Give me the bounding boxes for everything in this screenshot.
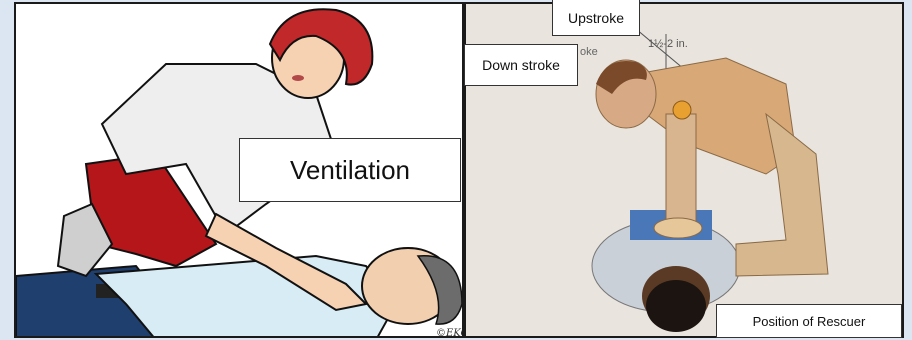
patient-hair bbox=[646, 280, 706, 332]
rescuer-shirt bbox=[636, 58, 796, 174]
rescuer-arms bbox=[666, 114, 696, 224]
rescuer-hands bbox=[654, 218, 702, 238]
position-of-rescuer-label: Position of Rescuer bbox=[716, 304, 902, 338]
illustration-credit: ©EKC bbox=[436, 328, 464, 338]
partial-stroke-label: oke bbox=[580, 46, 598, 58]
down-stroke-label: Down stroke bbox=[464, 44, 578, 86]
rescuer-badge bbox=[673, 101, 691, 119]
upstroke-label: Upstroke bbox=[552, 0, 640, 36]
rescuer-mouth bbox=[292, 75, 304, 81]
compression-depth-label: 1½-2 in. bbox=[648, 38, 688, 50]
ventilation-label: Ventilation bbox=[239, 138, 461, 202]
